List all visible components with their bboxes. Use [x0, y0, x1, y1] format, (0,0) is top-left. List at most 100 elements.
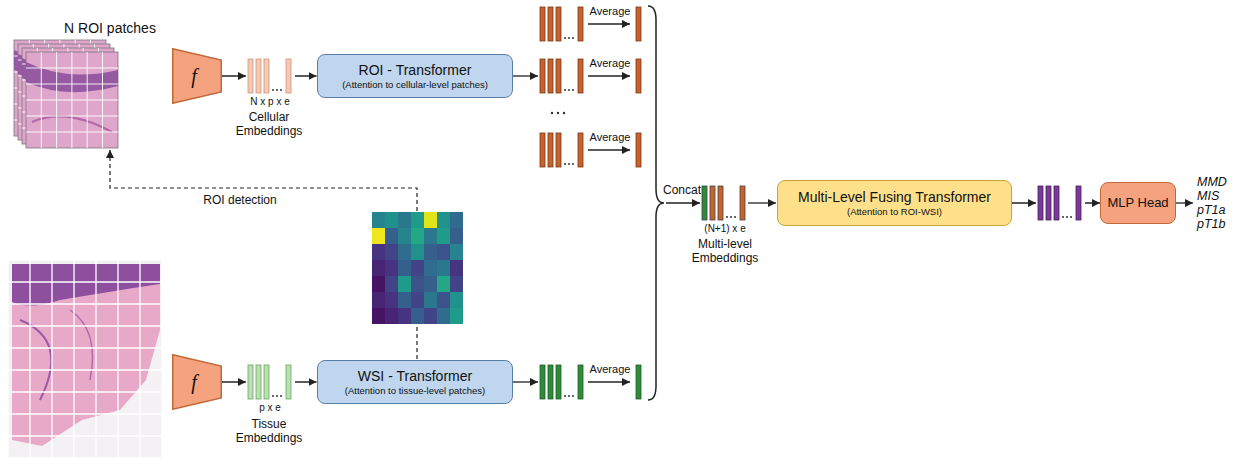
output-embeddings — [540, 133, 583, 167]
box-subtitle: (Attention to tissue-level patches) — [345, 385, 485, 396]
heatmap-cell — [424, 212, 437, 228]
embedding-bar — [540, 133, 545, 167]
function-symbol: f — [191, 370, 197, 394]
ellipsis-dot — [280, 89, 282, 91]
ellipsis-dot — [563, 112, 565, 114]
heatmap-cell — [450, 244, 463, 260]
heatmap-cell — [398, 260, 411, 276]
heatmap-cell — [398, 228, 411, 244]
embedding-bar — [264, 59, 269, 93]
fused-embeddings — [1038, 186, 1081, 220]
embedding-bar — [256, 365, 261, 399]
averaged-embedding — [636, 59, 641, 93]
operation-label: Concat — [659, 184, 705, 198]
embedding-bar — [578, 133, 583, 167]
encoder-trapezoid: f — [172, 48, 222, 104]
embedding-bar — [1076, 186, 1081, 220]
ellipsis-dot — [730, 216, 732, 218]
output-embeddings — [540, 59, 583, 93]
output-class: pT1a — [1197, 203, 1247, 217]
heatmap-cell — [424, 308, 437, 324]
ellipsis-dot — [272, 89, 274, 91]
ellipsis-dot — [572, 89, 574, 91]
output-class: pT1b — [1197, 217, 1247, 231]
bar-backdrop — [245, 57, 295, 95]
embedding-bar — [548, 365, 553, 399]
wsi-grid — [8, 325, 162, 326]
roi-detection-line — [110, 150, 417, 211]
arrow — [513, 75, 538, 76]
arrow — [748, 202, 776, 203]
embedding-bar — [556, 133, 561, 167]
heatmap-cell — [424, 244, 437, 260]
averaged-embedding — [636, 365, 641, 399]
average-arrow — [588, 23, 630, 24]
roi-detection-line — [416, 325, 417, 359]
multi-level-embeddings — [702, 186, 745, 220]
output-class: MMD — [1197, 175, 1247, 189]
ellipsis-dot — [564, 89, 566, 91]
ellipsis-dot — [568, 89, 570, 91]
operation-label: Average — [585, 363, 635, 376]
process-box: WSI - Transformer(Attention to tissue-le… — [317, 360, 513, 404]
heatmap-cell — [411, 292, 424, 308]
operation-label: Average — [585, 57, 635, 70]
figure-label: N ROI patches — [35, 20, 185, 36]
bar-backdrop — [1035, 184, 1085, 222]
heatmap-cell — [450, 212, 463, 228]
slide-background — [8, 260, 162, 458]
heatmap-cell — [398, 212, 411, 228]
wsi-grid — [29, 260, 30, 458]
ellipsis-dot — [1066, 216, 1068, 218]
wsi-grid — [51, 260, 52, 458]
embedding-bar — [248, 365, 253, 399]
ellipsis-dot — [568, 163, 570, 165]
dimension-label: (N+1) x e — [694, 223, 756, 235]
embedding-bar — [578, 7, 583, 41]
embedding-bar — [248, 59, 253, 93]
wsi-grid — [8, 259, 162, 260]
ellipsis-dot — [572, 395, 574, 397]
arrowhead — [238, 75, 246, 76]
embedding-bar — [1046, 186, 1051, 220]
heatmap-cell — [411, 276, 424, 292]
output-embeddings — [540, 7, 583, 41]
wsi-grid — [8, 281, 162, 282]
figure-label: Cellular Embeddings — [229, 111, 309, 139]
output-embeddings — [540, 365, 583, 399]
embedding-bar — [1038, 186, 1043, 220]
embedding-bar — [556, 59, 561, 93]
heatmap-cell — [372, 212, 385, 228]
wsi-grid — [8, 347, 162, 348]
averaged-embedding — [636, 133, 641, 167]
trapezoid-fill — [173, 49, 222, 104]
ellipsis-dot — [568, 37, 570, 39]
wsi-grid — [8, 435, 162, 436]
wsi-grid — [8, 391, 162, 392]
heatmap-cell — [372, 292, 385, 308]
wsi-grid — [8, 457, 162, 458]
bar-backdrop — [245, 363, 295, 401]
embedding-bar — [1054, 186, 1059, 220]
heatmap-cell — [437, 260, 450, 276]
ellipsis-dot — [276, 89, 278, 91]
heatmap-cell — [385, 308, 398, 324]
embedding-bar — [556, 7, 561, 41]
heatmap-cell — [424, 276, 437, 292]
average-arrow — [588, 75, 630, 76]
box-subtitle: (Attention to cellular-level patches) — [342, 79, 488, 90]
wsi-grid — [117, 260, 118, 458]
heatmap-cell — [385, 292, 398, 308]
heatmap-cell — [385, 260, 398, 276]
figure-label: Tissue Embeddings — [229, 418, 309, 446]
embedding-bar — [556, 365, 561, 399]
heatmap-cell — [385, 276, 398, 292]
arrowhead — [238, 381, 246, 382]
ellipsis-dot — [734, 216, 736, 218]
embedding-bar — [286, 59, 291, 93]
operation-label: Average — [585, 5, 635, 18]
heatmap-cell — [437, 212, 450, 228]
wsi-grid — [8, 413, 162, 414]
